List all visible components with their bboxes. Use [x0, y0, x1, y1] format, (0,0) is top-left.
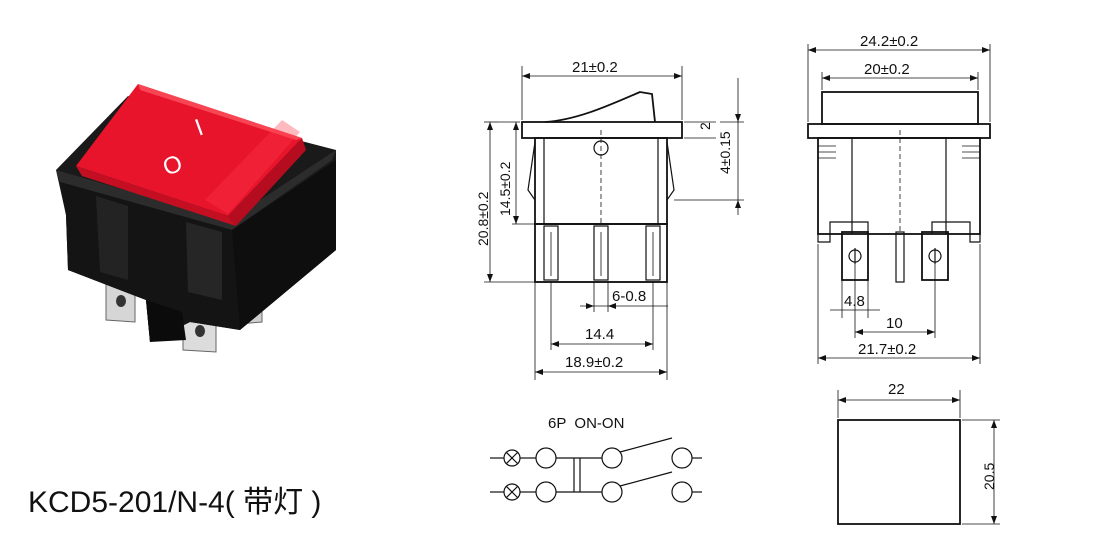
dim-cap-height: 2: [697, 122, 713, 130]
model-label: KCD5-201/N-4( 带灯 ): [28, 486, 321, 519]
dim-terminal-pitch: 10: [886, 315, 903, 332]
dim-base-width-front: 21.7±0.2: [858, 341, 916, 358]
front-view-drawing: 24.2±0.2 20±0.2 4.8 10 21.7±0.2: [807, 33, 991, 364]
dim-terminal-width-front: 4.8: [844, 293, 865, 310]
dim-top-width: 21±0.2: [572, 59, 618, 76]
dim-total-height: 20.8±0.2: [475, 191, 491, 246]
dim-frame-width: 24.2±0.2: [860, 33, 918, 50]
cutout-height: 20.5: [981, 463, 997, 490]
dim-terminal-width: 6-0.8: [612, 288, 646, 305]
dim-pitch-outer: 14.4: [585, 326, 614, 343]
product-photo: O I: [56, 84, 336, 353]
rocker-actuator: [76, 84, 306, 226]
dim-cap-width: 20±0.2: [864, 61, 910, 78]
wiring-schematic: 6P ON-ON: [490, 415, 702, 503]
side-view-drawing: 21±0.2 2 4±0.15 14.5±0.2 20.8±0.2 6-0.8: [475, 59, 744, 380]
dim-clip-height: 4±0.15: [717, 131, 733, 174]
dim-body-height: 14.5±0.2: [497, 161, 513, 216]
panel-cutout-drawing: 22 20.5: [837, 381, 1000, 525]
dim-base-width: 18.9±0.2: [565, 354, 623, 371]
cutout-width: 22: [888, 381, 905, 398]
schematic-label: 6P ON-ON: [548, 415, 624, 432]
